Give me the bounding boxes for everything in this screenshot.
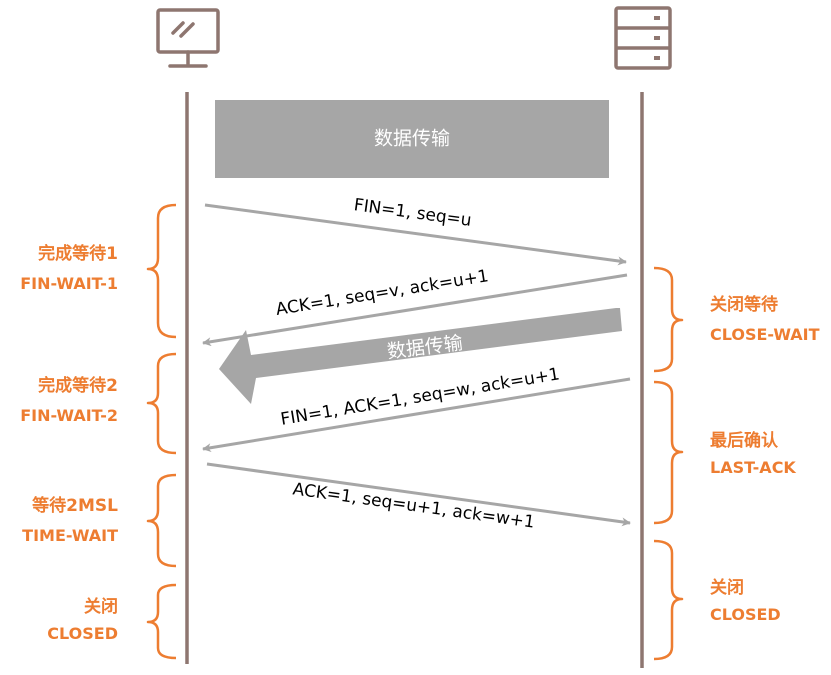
server-state-code: CLOSE-WAIT (710, 325, 820, 344)
fin-wait-2-brace (146, 352, 177, 455)
fin-wait-1-brace (146, 203, 177, 339)
fin-message-label: FIN=1, seq=u (353, 195, 473, 231)
ack-message-label: ACK=1, seq=v, ack=u+1 (274, 266, 490, 320)
final-ack-arrow (206, 462, 631, 527)
server-state-name: 关闭等待 (710, 294, 778, 315)
server-state-name: 关闭 (710, 577, 744, 598)
server-state-code: LAST-ACK (710, 458, 796, 477)
client-state-name: 完成等待1 (38, 243, 118, 264)
monitor-icon (156, 8, 220, 68)
data-transfer-banner-label: 数据传输 (374, 128, 450, 150)
server-state-name: 最后确认 (710, 430, 779, 451)
time-wait-brace (146, 473, 177, 568)
fin-arrow (204, 203, 627, 266)
client-state-code: CLOSED (47, 624, 118, 643)
close-wait-brace (653, 266, 684, 373)
client-state-code: FIN-WAIT-2 (20, 406, 118, 425)
client-state-code: TIME-WAIT (22, 526, 118, 545)
client-closed-brace (146, 583, 177, 660)
client-state-name: 关闭 (84, 596, 118, 617)
client-state-code: FIN-WAIT-1 (20, 274, 118, 293)
last-ack-brace (653, 380, 684, 525)
data-transfer-banner (215, 100, 609, 178)
remaining-data-transfer-arrow (219, 308, 622, 404)
server-closed-brace (653, 539, 684, 661)
server-icon (614, 6, 672, 70)
fin-ack-arrow (202, 377, 631, 453)
client-state-name: 完成等待2 (38, 375, 118, 396)
ack-arrow (202, 273, 628, 347)
server-state-code: CLOSED (710, 605, 781, 624)
client-state-name: 等待2MSL (32, 495, 118, 516)
